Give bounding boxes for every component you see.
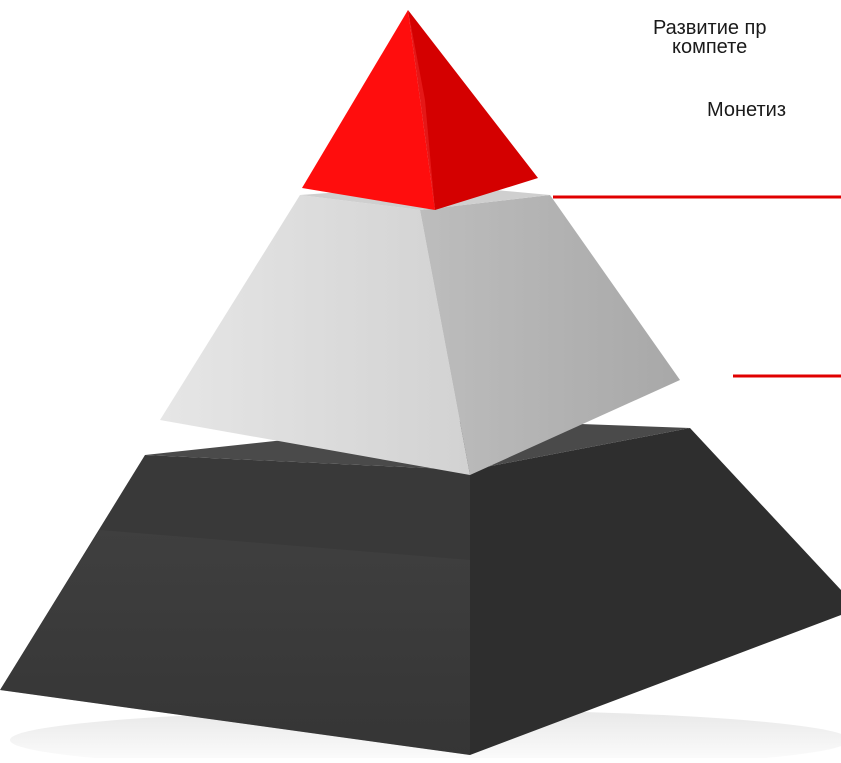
label-monetization: Монетиз [707,100,786,120]
bottom-front-shade [0,530,470,755]
label-competence: компете [672,37,747,57]
label-development: Развитие пр [653,18,767,38]
pyramid-tier-top [302,10,538,210]
bottom-right-face [470,428,841,755]
pyramid-tier-bottom [0,420,841,755]
middle-left-face [160,195,470,475]
